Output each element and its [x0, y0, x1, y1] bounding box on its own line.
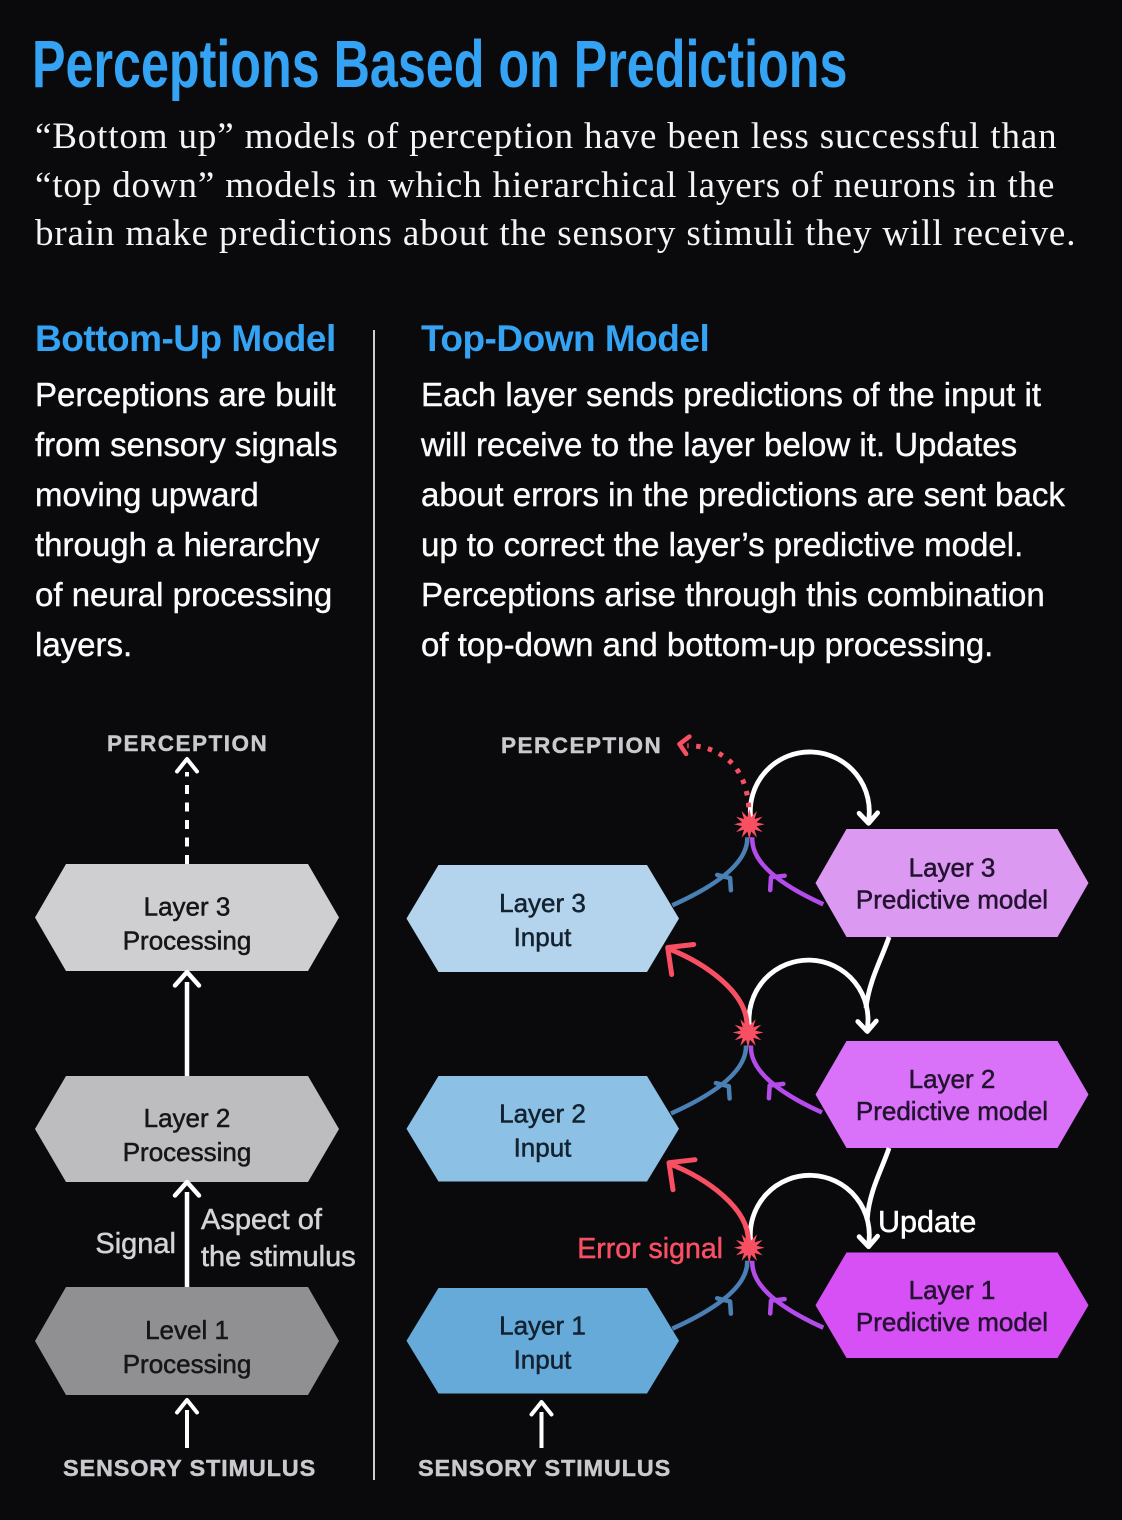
svg-text:Layer 2: Layer 2 — [909, 1064, 996, 1094]
svg-text:Input: Input — [514, 1345, 573, 1375]
svg-text:PERCEPTION: PERCEPTION — [107, 731, 268, 756]
svg-text:Predictive model: Predictive model — [856, 885, 1048, 915]
svg-text:Layer 2: Layer 2 — [144, 1103, 231, 1133]
svg-text:SENSORY STIMULUS: SENSORY STIMULUS — [63, 1455, 316, 1481]
svg-text:PERCEPTION: PERCEPTION — [501, 733, 662, 758]
svg-text:Signal: Signal — [95, 1228, 176, 1260]
svg-text:Level 1: Level 1 — [145, 1315, 229, 1345]
svg-text:Layer 1: Layer 1 — [909, 1275, 996, 1305]
svg-text:Layer 3: Layer 3 — [499, 888, 586, 918]
svg-text:Input: Input — [514, 922, 573, 952]
svg-text:Layer 3: Layer 3 — [144, 892, 231, 922]
svg-text:Processing: Processing — [123, 926, 252, 956]
svg-text:Predictive model: Predictive model — [856, 1096, 1048, 1126]
svg-text:Input: Input — [514, 1133, 573, 1163]
svg-text:Layer 1: Layer 1 — [499, 1311, 586, 1341]
svg-text:Processing: Processing — [123, 1349, 252, 1379]
svg-text:Processing: Processing — [123, 1137, 252, 1167]
svg-text:Error signal: Error signal — [577, 1233, 723, 1265]
svg-text:Aspect of: Aspect of — [201, 1204, 323, 1236]
svg-text:the stimulus: the stimulus — [201, 1241, 356, 1273]
svg-text:SENSORY STIMULUS: SENSORY STIMULUS — [418, 1455, 671, 1481]
svg-text:Update: Update — [878, 1205, 976, 1239]
svg-text:Layer 2: Layer 2 — [499, 1099, 586, 1129]
svg-text:Layer 3: Layer 3 — [909, 853, 996, 883]
svg-text:Predictive model: Predictive model — [856, 1307, 1048, 1337]
